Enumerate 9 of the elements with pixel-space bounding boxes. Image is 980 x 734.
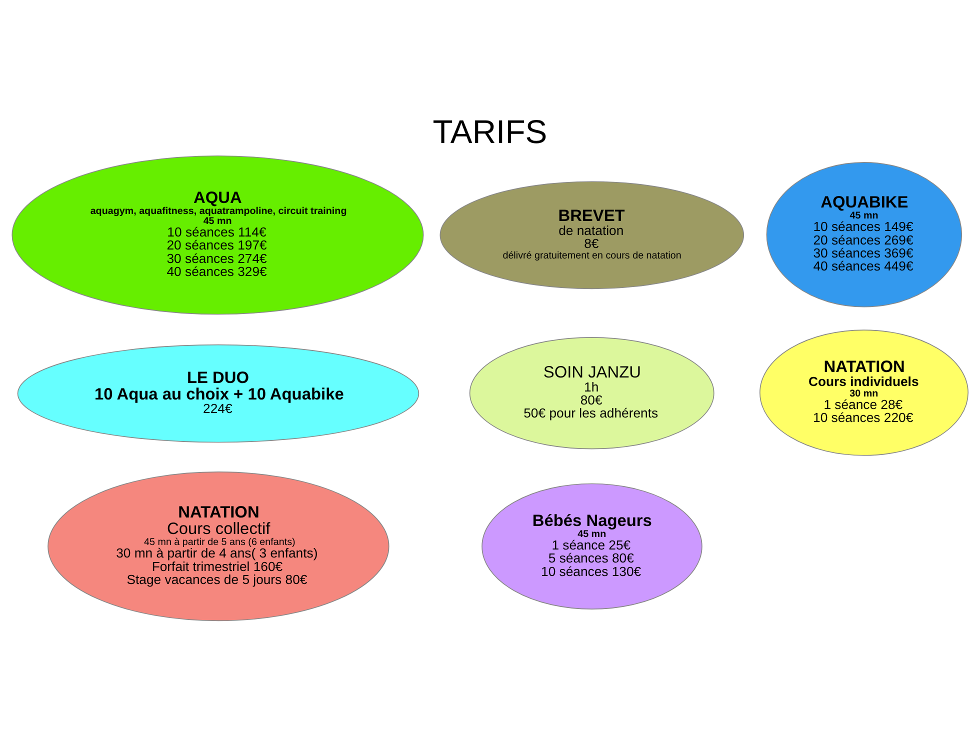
node-ellipse: AQUABIKE 45 mn 10 séances 149€ 20 séances 269€ 30 séances 369€ 40 séances 449€ [766, 162, 962, 308]
node-ellipse: NATATION Cours individuels 30 mn 1 séance 28€ 10 séances 220€ [760, 330, 968, 456]
diagram-title: TARIFS [432, 112, 548, 150]
node-ellipse: SOIN JANZU 1h 80€ 50€ pour les adhérents [469, 337, 714, 450]
node-ellipse: AQUA aquagym, aquafitness, aquatrampoline, circuit training 45 mn 10 séances 114€ 20 séances 197€ 30 séances 274€ 40 séances 329€ [12, 155, 424, 315]
node-ellipse: NATATION Cours collectif 45 mn à partir de 5 ans (6 enfants) 30 mn à partir de 4 ans( 3 enfants) Forfait trimestriel 160€ Stage vacances de 5 jours 80€ [48, 472, 390, 622]
node-ellipse: BREVET de natation 8€ délivré gratuitement en cours de natation [440, 181, 744, 290]
node-ellipse: LE DUO 10 Aqua au choix + 10 Aquabike 224€ [17, 344, 420, 443]
node-ellipse: Bébés Nageurs 45 mn 1 séance 25€ 5 séances 80€ 10 séances 130€ [482, 483, 702, 610]
